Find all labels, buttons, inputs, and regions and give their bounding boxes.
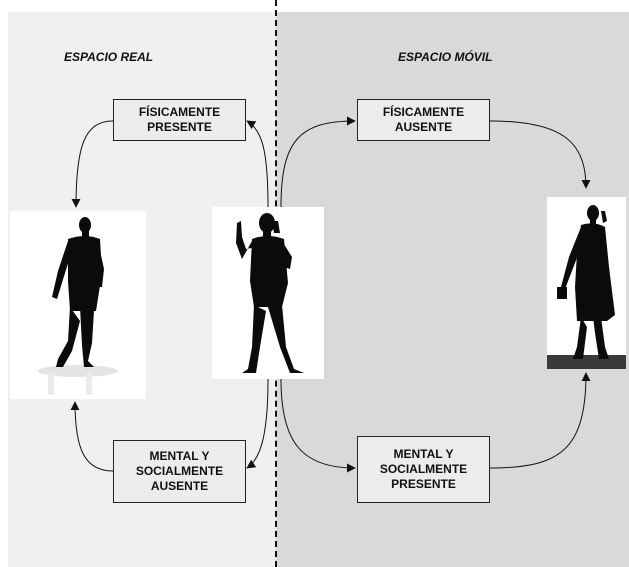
man-on-phone-silhouette-icon [236,213,304,373]
heading-mobile-space: ESPACIO MÓVIL [398,50,493,64]
heading-real-space: ESPACIO REAL [64,50,154,64]
walking-man-silhouette-icon [547,205,626,369]
standing-man-silhouette-icon [38,217,118,395]
box-mentally-socially-absent: MENTAL Y SOCIALMENTE AUSENTE [113,440,246,503]
box-mentally-socially-present: MENTAL Y SOCIALMENTE PRESENTE [357,436,490,503]
walking-man-photo [547,197,626,369]
box-physically-absent: FÍSICAMENTE AUSENTE [357,99,490,141]
box-physically-present: FÍSICAMENTE PRESENTE [113,99,246,141]
man-on-phone-photo [212,207,324,379]
standing-man-photo [10,211,146,399]
